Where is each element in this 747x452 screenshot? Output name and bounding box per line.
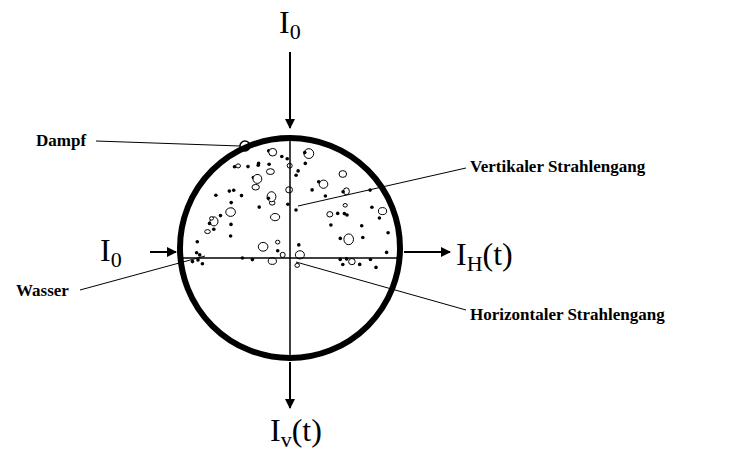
bubble	[276, 249, 280, 253]
pipe-interior	[180, 138, 400, 358]
bubble	[229, 223, 233, 227]
bubble	[343, 204, 347, 208]
bubble	[256, 163, 260, 167]
bubble	[304, 149, 314, 159]
bubble	[258, 242, 268, 251]
bubble	[252, 184, 259, 190]
bubble	[374, 266, 378, 270]
bubble	[266, 169, 274, 175]
bubble	[253, 174, 262, 183]
bubble	[327, 212, 333, 217]
bubble	[344, 234, 354, 245]
bubble	[329, 223, 333, 227]
bubble	[267, 192, 276, 202]
bubble	[286, 187, 293, 193]
bubble	[240, 194, 244, 198]
bubble	[229, 201, 233, 205]
bubble	[303, 151, 307, 155]
bubble	[310, 188, 314, 192]
bubble	[228, 189, 232, 193]
bubble	[341, 263, 345, 267]
leader-line	[298, 168, 466, 206]
bubble	[304, 162, 308, 166]
bubble	[276, 240, 280, 244]
bubble	[349, 259, 356, 265]
bubble	[295, 263, 300, 267]
bubble	[271, 214, 280, 221]
bubble	[339, 171, 347, 178]
bubble	[280, 155, 284, 159]
symbol-label: IH(t)	[456, 238, 513, 275]
bubble	[201, 262, 205, 266]
bubble	[212, 227, 216, 231]
region-label: Dampf	[36, 132, 86, 149]
bubble	[343, 212, 347, 216]
leader-line	[80, 256, 205, 290]
bubble	[219, 214, 223, 218]
bubble	[214, 193, 218, 197]
bubble	[360, 224, 364, 228]
symbol-label: I0	[100, 234, 122, 271]
bubble	[210, 217, 214, 220]
bubble	[240, 141, 250, 151]
bubble	[280, 252, 285, 257]
bubble	[268, 258, 276, 265]
bubble	[386, 231, 390, 235]
bubble	[233, 165, 237, 169]
bubble	[361, 236, 365, 240]
bubble	[286, 202, 290, 206]
bubble	[191, 260, 195, 264]
bubble	[341, 190, 345, 194]
pipe-wall	[180, 138, 400, 358]
bubble	[294, 208, 298, 212]
beam-label: Horizontaler Strahlengang	[470, 306, 665, 323]
beam-label: Vertikaler Strahlengang	[470, 158, 645, 175]
bubble	[210, 217, 218, 226]
bubble	[370, 206, 374, 210]
bubble	[205, 230, 211, 234]
bubble	[385, 251, 389, 255]
leader-line	[96, 141, 240, 146]
bubble	[336, 212, 340, 216]
bubble	[229, 234, 233, 238]
bubble	[196, 240, 200, 244]
bubble	[232, 189, 236, 193]
incident-arrow	[150, 251, 176, 253]
region-label: Wasser	[16, 282, 69, 299]
bubble	[198, 253, 202, 257]
bubble	[378, 216, 382, 220]
bubble	[267, 163, 271, 167]
bubble	[226, 208, 236, 217]
horizontal-beam	[180, 257, 400, 259]
symbol-label: I0	[279, 6, 301, 43]
bubble	[294, 173, 298, 177]
bubble	[246, 165, 250, 169]
leader-line	[296, 262, 466, 310]
vertical-beam	[289, 138, 291, 358]
transmitted-arrow	[404, 251, 450, 253]
bubble	[324, 194, 328, 198]
bubble	[319, 180, 328, 188]
bubble	[297, 243, 301, 247]
bubble	[236, 164, 241, 168]
bubble	[296, 169, 300, 173]
bubble	[257, 205, 261, 209]
symbol-label: Iv(t)	[270, 414, 322, 451]
bubble	[208, 222, 212, 226]
bubble	[269, 148, 277, 156]
bubble	[285, 157, 289, 161]
transmitted-arrow	[289, 362, 291, 408]
incident-arrow	[289, 52, 291, 128]
bubble	[195, 251, 199, 255]
bubble	[317, 180, 321, 184]
bubble	[267, 196, 271, 200]
bubble	[378, 208, 386, 215]
bubble	[358, 263, 362, 267]
bubble	[339, 237, 343, 241]
